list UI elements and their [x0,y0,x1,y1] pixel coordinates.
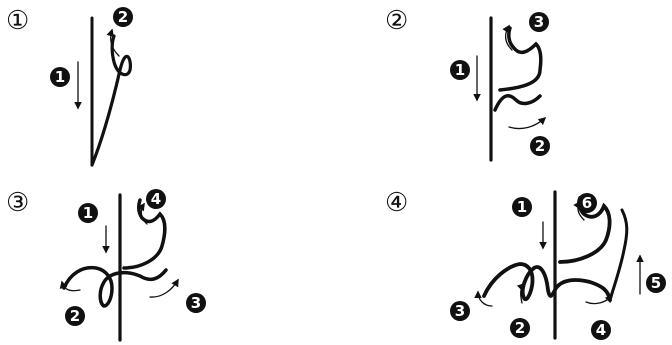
panel-2-badge-1: 1 [450,60,470,80]
svg-text:2: 2 [118,8,128,26]
svg-text:3: 3 [191,294,201,312]
panel-4-badge-6: 6 [577,193,597,213]
panel-1-badge-2: 2 [113,7,133,27]
svg-text:2: 2 [515,319,525,337]
panel-1-hook-stroke [92,36,130,165]
svg-text:4: 4 [151,190,161,208]
panel-4-badge-1: 1 [512,197,532,217]
panel-4-strokes [478,192,640,338]
panel-3-badge-2: 2 [65,306,85,326]
svg-text:6: 6 [582,194,592,212]
panel-4-badge-2: 2 [510,318,530,338]
svg-text:3: 3 [534,13,544,31]
svg-text:4: 4 [596,321,606,339]
panel-4-badge-5: 5 [646,273,666,293]
panel-4-badge-3: 3 [450,301,470,321]
svg-text:1: 1 [517,198,527,216]
panel-3-loop-stroke [64,268,166,306]
panel-2-wave-stroke [495,96,540,110]
panel-2-arrow-2 [509,118,545,129]
panel-3-badge-1: 1 [78,203,98,223]
panel-3-arrow-3 [150,280,178,297]
svg-text:1: 1 [455,61,465,79]
panel-3-badge-3: 3 [186,293,206,313]
panel-3-badge-4: 4 [146,189,166,209]
panel-4-badge-4: 4 [591,320,611,340]
svg-text:3: 3 [455,302,465,320]
svg-text:5: 5 [651,274,661,292]
svg-text:2: 2 [535,137,545,155]
svg-text:2: 2 [70,307,80,325]
panel-1-badge-1: 1 [50,67,70,87]
panel-2-badge-3: 3 [529,12,549,32]
panel-4-wave-stroke [484,264,610,300]
panel-3-hook-stroke [124,200,165,268]
svg-text:1: 1 [83,204,93,222]
panel-1-strokes [78,18,130,165]
panel-4-tail-stroke [610,210,627,300]
svg-text:1: 1 [55,68,65,86]
panel-2-badge-2: 2 [530,136,550,156]
